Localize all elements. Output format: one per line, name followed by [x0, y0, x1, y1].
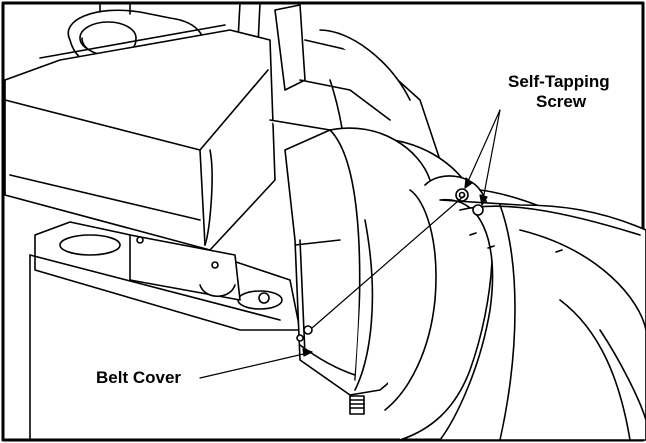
self-tapping-screw-label: Self-Tapping Screw — [508, 72, 610, 112]
leader-lines — [199, 109, 501, 379]
leader-belt-cover — [199, 351, 313, 379]
screw-head-upper-icon — [455, 188, 484, 216]
belt-cover-label: Belt Cover — [96, 368, 182, 387]
discharge-ring — [439, 198, 646, 441]
engine-block — [4, 24, 276, 251]
self-tapping-line1: Self-Tapping — [508, 72, 610, 91]
base-bolt-icon — [349, 395, 365, 415]
leader-to-lower-screw — [311, 194, 466, 329]
self-tapping-line2: Screw — [536, 92, 587, 111]
leader-self-tapping-2 — [481, 109, 501, 206]
base-plate — [29, 221, 301, 441]
leader-self-tapping-1 — [464, 109, 501, 189]
